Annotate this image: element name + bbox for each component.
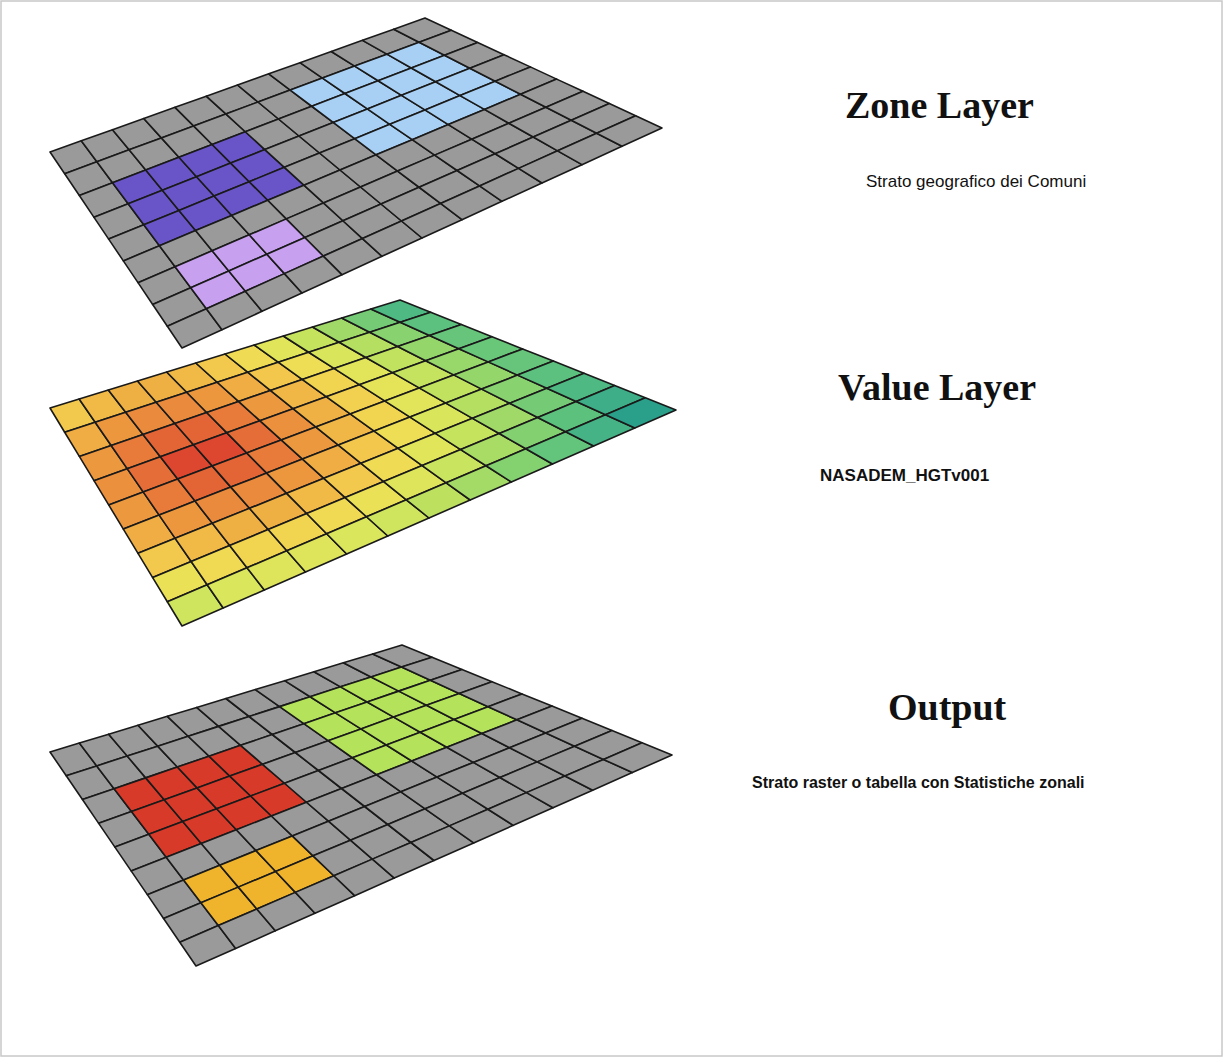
layer-title: Value Layer <box>838 366 1036 410</box>
grid-cell <box>597 116 662 147</box>
layer-description: Strato raster o tabella con Statistiche … <box>752 774 1085 792</box>
zone-grid <box>50 18 662 348</box>
value-grid <box>50 300 676 626</box>
dataset-name: NASADEM_HGTv001 <box>820 466 989 486</box>
output-grid <box>50 645 672 966</box>
grid-cell <box>606 398 677 428</box>
grid-cell <box>603 743 672 773</box>
layer-description: Strato geografico dei Comuni <box>866 172 1086 192</box>
layer-title: Zone Layer <box>845 84 1034 128</box>
layer-title: Output <box>888 686 1006 730</box>
